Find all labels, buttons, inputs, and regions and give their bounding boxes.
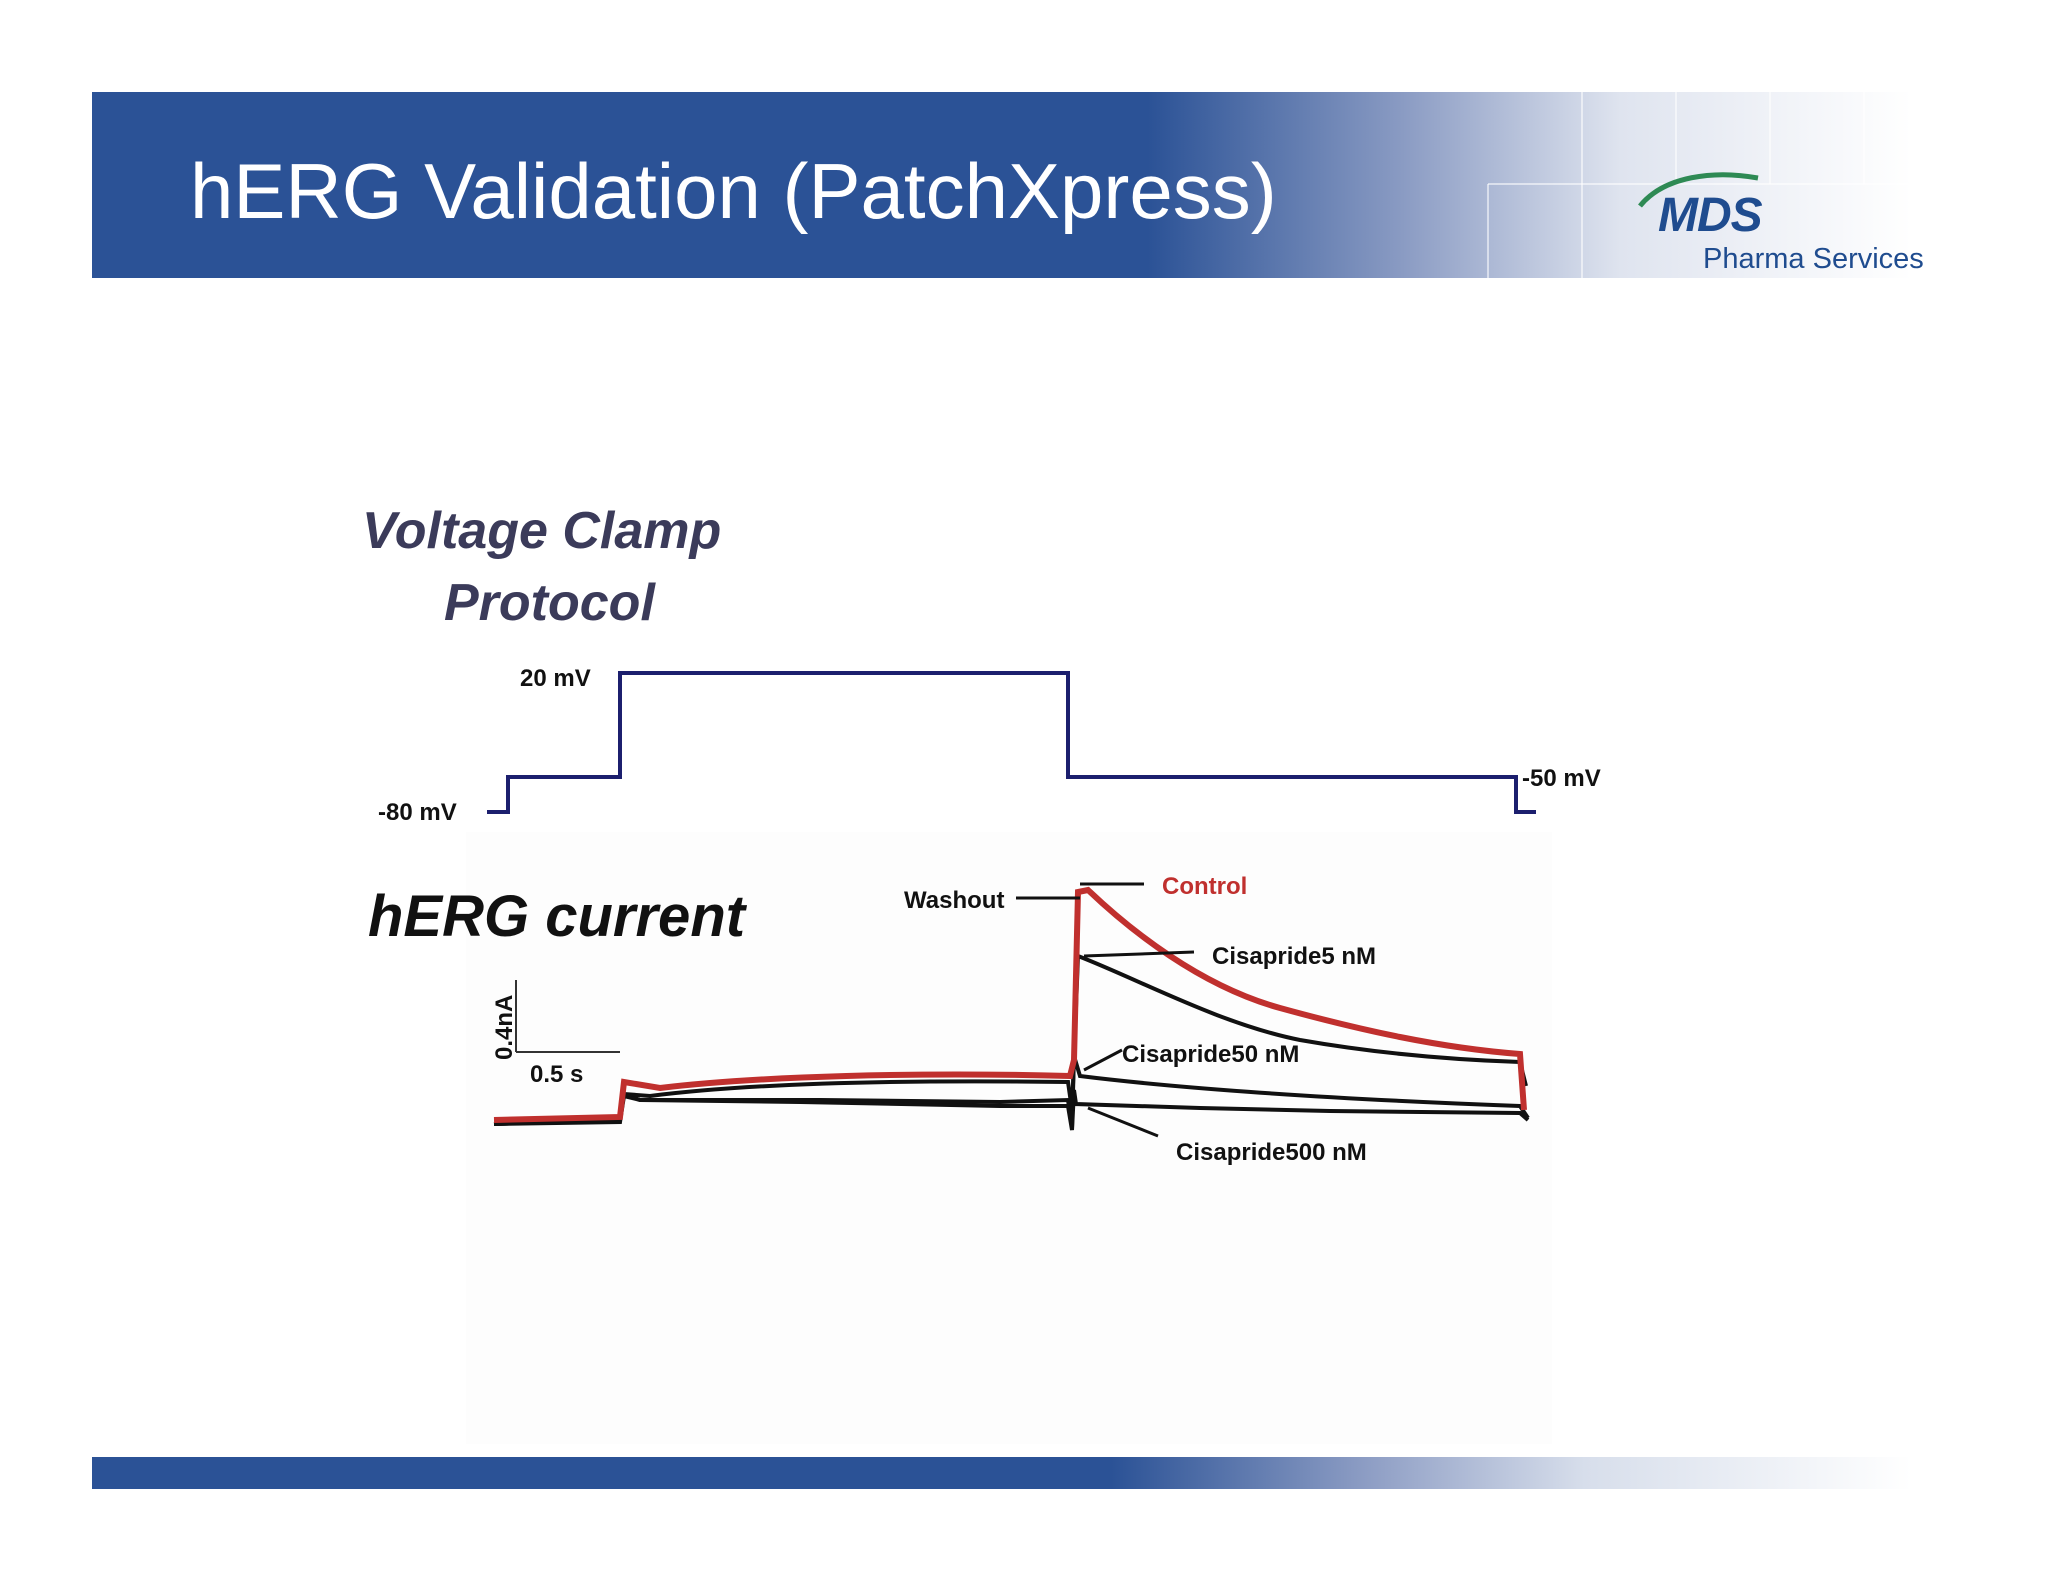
- figure-background: [466, 832, 1552, 1444]
- slide-title: hERG Validation (PatchXpress): [190, 147, 1277, 235]
- current-heading: hERG current: [368, 884, 748, 949]
- scale-horizontal-label: 0.5 s: [530, 1061, 583, 1088]
- label-cisapride5: Cisapride5 nM: [1212, 943, 1376, 970]
- trace-cisapride50: [493, 1055, 1530, 1129]
- voltage-protocol-trace: [487, 671, 1536, 814]
- footer-band: [92, 1457, 1912, 1489]
- protocol-heading-line2: Protocol: [444, 574, 656, 632]
- logo-brand: MDS: [1658, 189, 1763, 242]
- label-minus80mv: -80 mV: [378, 799, 457, 826]
- trace-control: [493, 886, 1527, 1123]
- label-washout: Washout: [904, 887, 1004, 914]
- header-band: [92, 92, 1912, 278]
- protocol-heading-line1: Voltage Clamp: [362, 502, 721, 560]
- label-minus50mv: -50 mV: [1522, 765, 1601, 792]
- label-cisapride50: Cisapride50 nM: [1122, 1041, 1299, 1068]
- scale-vertical-label: 0.4nA: [491, 995, 518, 1060]
- trace-cisapride5: [493, 953, 1528, 1126]
- label-leaders: [1016, 882, 1195, 1138]
- label-cisapride500: Cisapride500 nM: [1176, 1139, 1367, 1166]
- logo-tagline: Pharma Services: [1703, 243, 1924, 275]
- logo-swoosh-icon: [1638, 172, 1759, 208]
- scale-bar: 0.4nA 0.5 s: [491, 980, 620, 1088]
- label-control: Control: [1162, 873, 1247, 900]
- label-20mv: 20 mV: [520, 665, 591, 692]
